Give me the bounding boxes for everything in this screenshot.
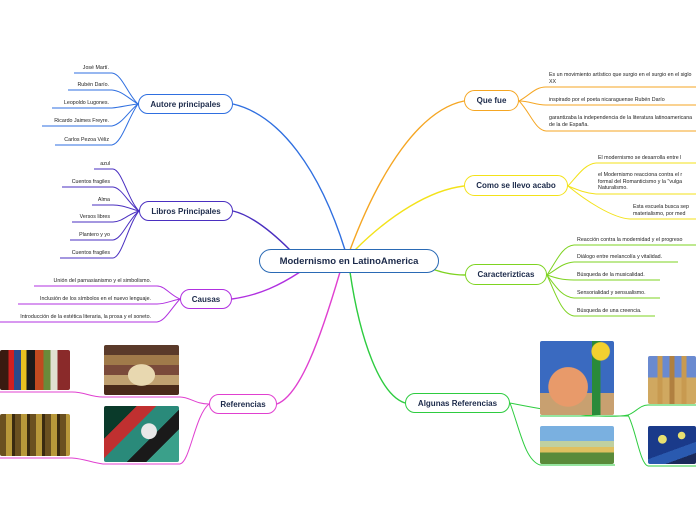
caracteristica-item[interactable]: Búsqueda de una creencia. (577, 308, 642, 314)
libro-item[interactable]: Cuentos fragiles (71, 250, 110, 256)
branch-como-se-llevo-acabo[interactable]: Como se llevo acabo (464, 175, 568, 196)
libro-item[interactable]: azul (100, 161, 110, 167)
link-referencias (276, 271, 341, 405)
link-como (354, 185, 465, 251)
branch-libros-principales[interactable]: Libros Principales (139, 201, 233, 221)
referencia-image-cactus-figure[interactable] (540, 341, 614, 415)
caracteristica-item[interactable]: Diálogo entre melancolía y vitalidad. (577, 254, 663, 260)
referencia-image-modernist-painting[interactable] (104, 406, 179, 462)
que-fue-item[interactable]: garantizaba la independencia de la liter… (549, 115, 693, 128)
como-item[interactable]: Esta escuela busca sep materialismo, por… (633, 204, 689, 217)
link-libros (232, 210, 291, 251)
libro-item[interactable]: Alma (97, 197, 110, 203)
que-fue-item[interactable]: Es un movimiento artístico que surgio en… (549, 72, 692, 85)
referencia-image-park-guell[interactable] (540, 426, 614, 464)
libro-item[interactable]: Versos libres (79, 214, 110, 220)
referencia-image-golden-relief[interactable] (0, 414, 70, 456)
como-item[interactable]: El modernismo se desarrolla entre l (598, 155, 682, 161)
link-algunas (349, 271, 406, 404)
referencia-image-books[interactable] (104, 345, 179, 395)
branch-causas[interactable]: Causas (180, 289, 232, 309)
caracteristica-item[interactable]: Sensorialidad y sensualismo. (577, 290, 646, 296)
caracteristica-item[interactable]: Búsqueda de la musicalidad. (577, 272, 645, 278)
libro-item[interactable]: Plantero y yo (79, 232, 110, 238)
branch-autores-principales[interactable]: Autore principales (138, 94, 233, 114)
link-autores (232, 103, 346, 251)
causa-item[interactable]: Inclusión de los símbolos en el nuevo le… (39, 296, 151, 302)
referencia-image-starry-night[interactable] (648, 426, 696, 464)
referencia-image-colorful-mosaic[interactable] (0, 350, 70, 390)
autor-item[interactable]: Rubén Darío. (77, 82, 109, 88)
branch-caracteristicas[interactable]: Caracterizticas (465, 264, 547, 285)
central-topic[interactable]: Modernismo en LatinoAmerica (259, 249, 439, 273)
caracteristica-item[interactable]: Reacción contra la modernidad y el progr… (577, 237, 683, 243)
branch-que-fue[interactable]: Que fue (464, 90, 519, 111)
link-causas (231, 271, 301, 300)
libro-item[interactable]: Cuentos fragiles (71, 179, 110, 185)
autor-item[interactable]: Leopoldo Lugones. (63, 100, 109, 106)
branch-algunas-referencias[interactable]: Algunas Referencias (405, 393, 510, 413)
que-fue-item[interactable]: inspirado por el poeta nicaraguense Rubé… (549, 97, 665, 103)
como-item[interactable]: el Modernismo reacciona contra el r form… (598, 172, 683, 192)
causa-item[interactable]: Unión del parnasianismo y el simbolismo. (53, 278, 151, 284)
autor-item[interactable]: Carlos Pezoa Véliz (64, 137, 109, 143)
link-que-fue (349, 100, 465, 251)
autor-item[interactable]: José Martí. (82, 65, 109, 71)
autor-item[interactable]: Ricardo Jaimes Freyre. (54, 118, 109, 124)
referencia-image-sagrada-familia[interactable] (648, 356, 696, 404)
causa-item[interactable]: Introducción de la estética literaria, l… (20, 314, 151, 320)
branch-referencias[interactable]: Referencias (209, 394, 277, 414)
